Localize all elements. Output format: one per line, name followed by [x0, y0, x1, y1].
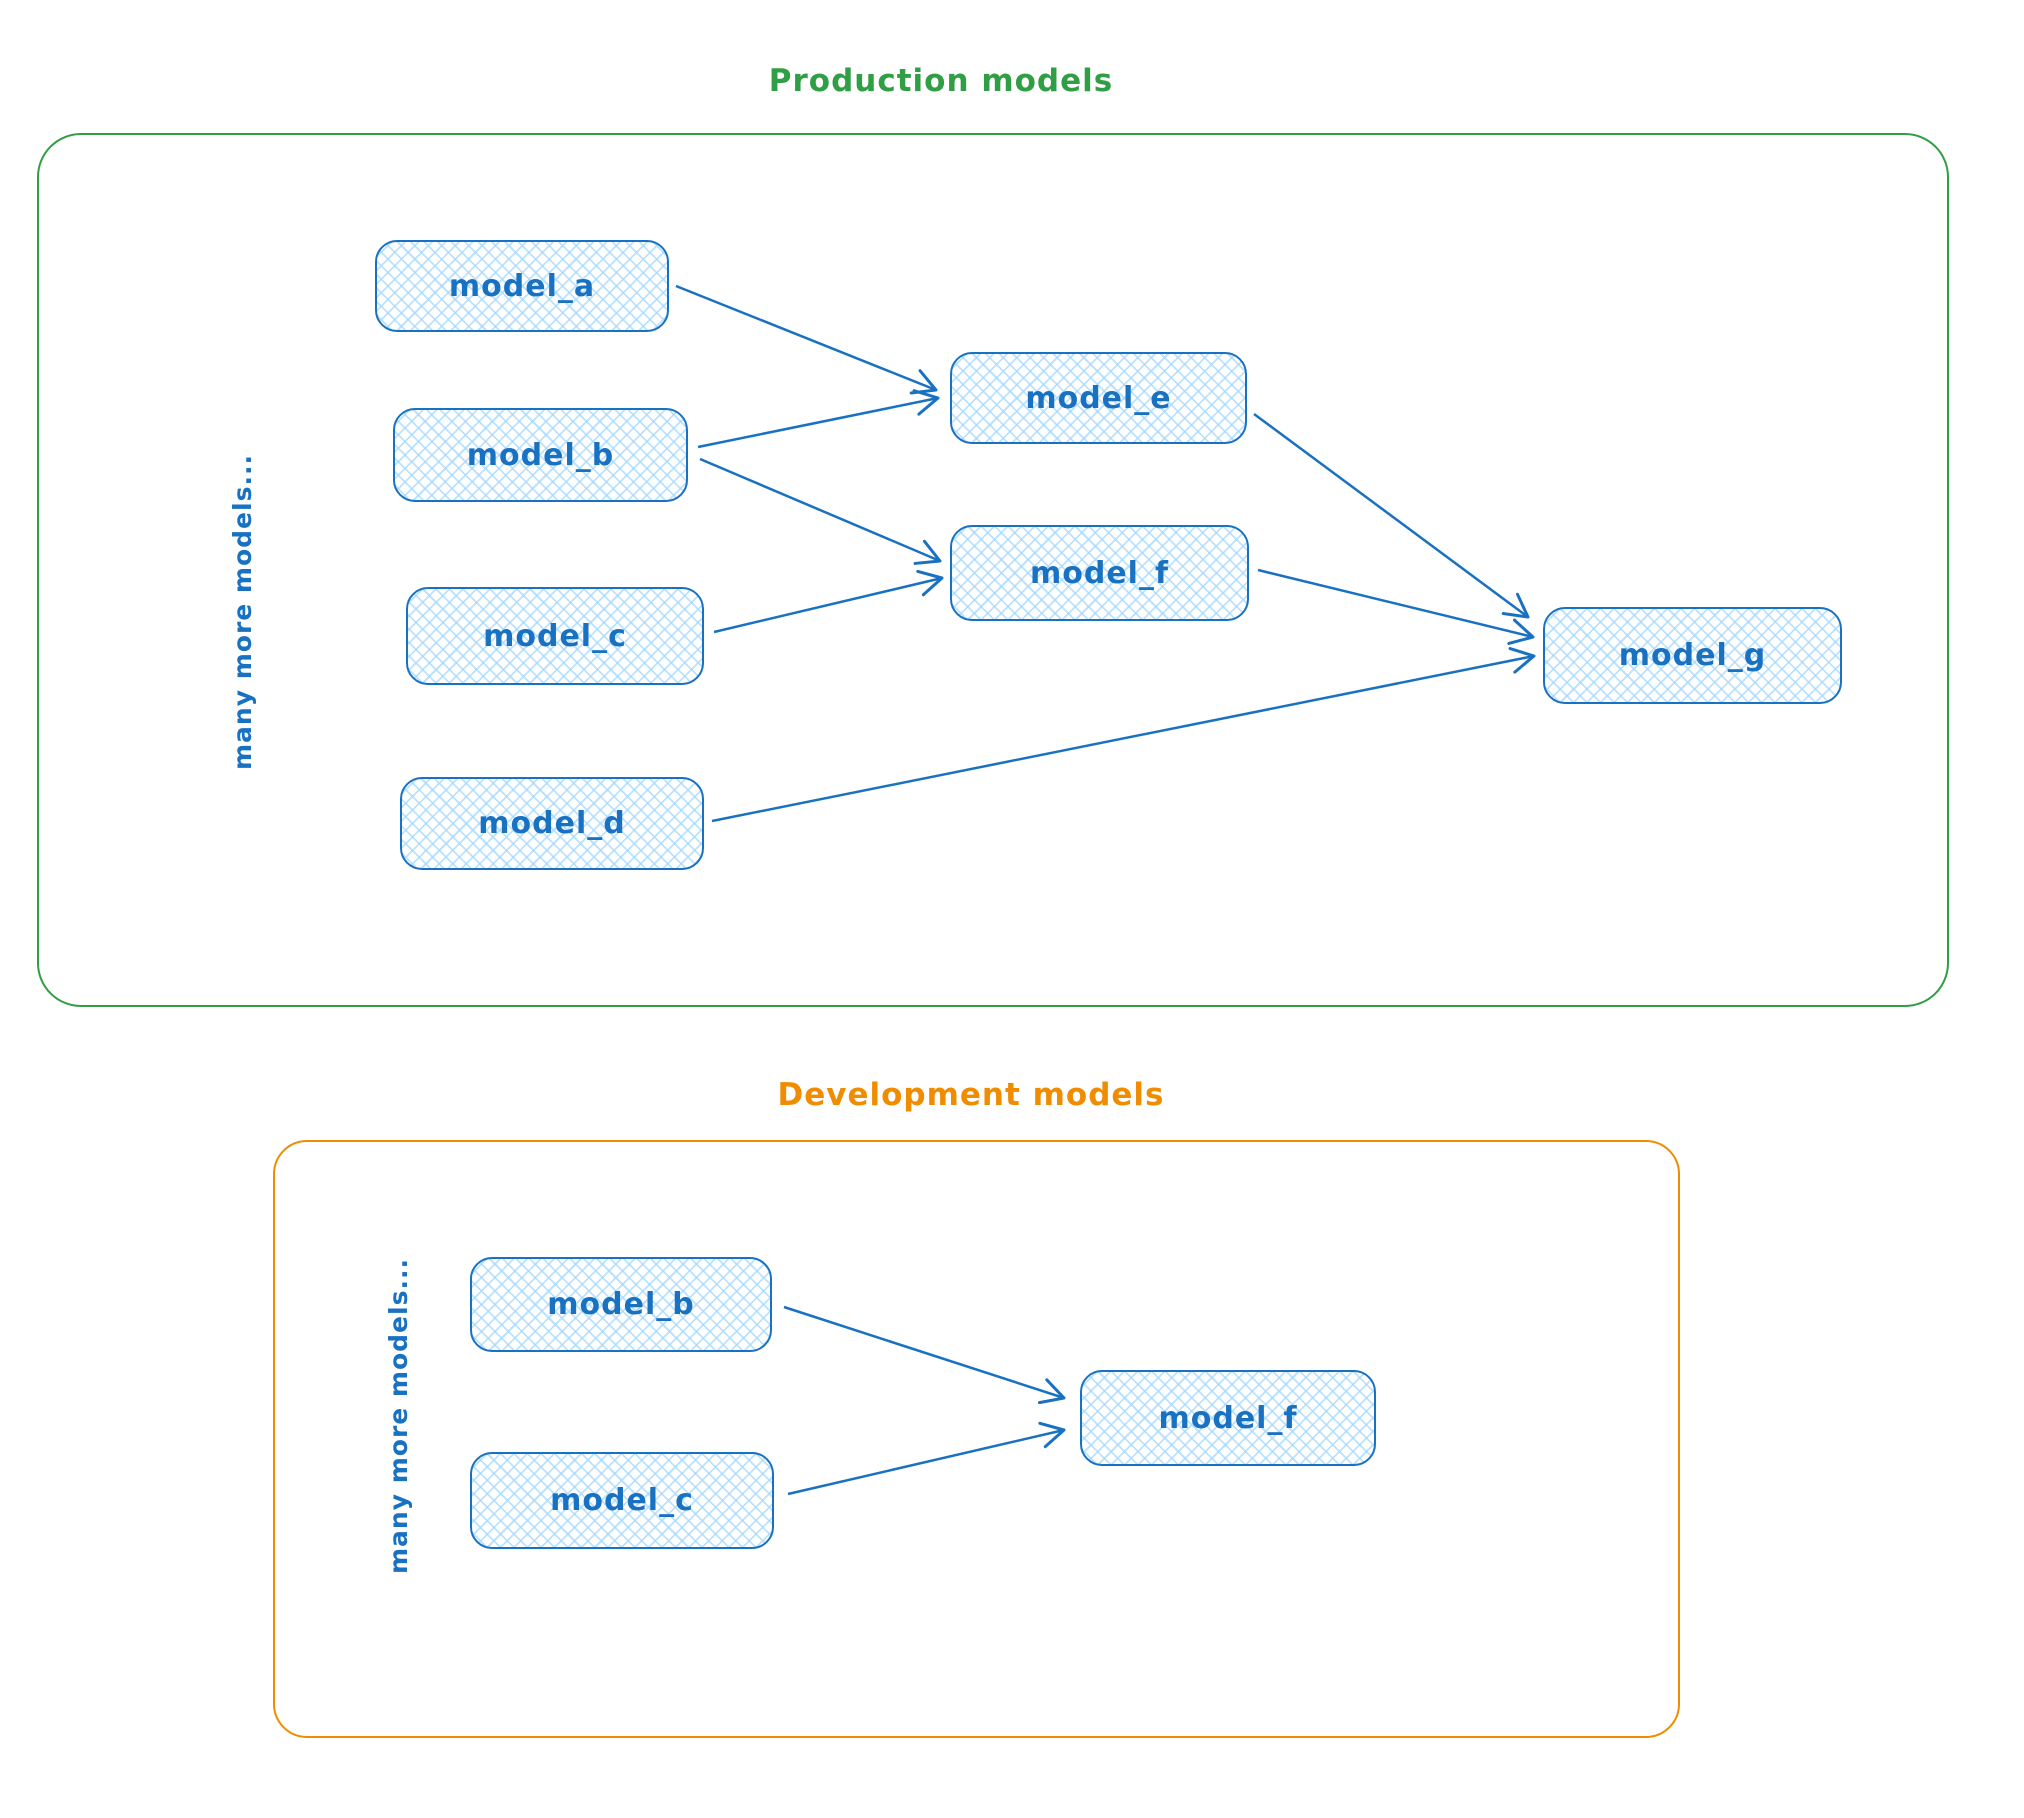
- node-model_g-label: model_g: [1618, 638, 1767, 673]
- node-model_b[interactable]: model_b: [393, 408, 688, 502]
- node-model_f-label: model_f: [1029, 555, 1170, 591]
- node-model_b-label: model_b: [466, 437, 615, 473]
- node-dev-model_b-label: model_b: [547, 1287, 695, 1322]
- node-model_e-label: model_e: [1025, 380, 1172, 416]
- node-dev-model_f-label: model_f: [1158, 1400, 1298, 1436]
- node-dev-model_f[interactable]: model_f: [1080, 1370, 1376, 1466]
- node-model_g[interactable]: model_g: [1543, 607, 1842, 704]
- node-model_a[interactable]: model_a: [375, 240, 669, 332]
- development-more-models-label: many more models...: [384, 1258, 413, 1574]
- node-model_c[interactable]: model_c: [406, 587, 704, 685]
- development-section-frame: [273, 1140, 1680, 1738]
- production-section-title: Production models: [768, 63, 1114, 99]
- node-model_d[interactable]: model_d: [400, 777, 704, 870]
- node-model_a-label: model_a: [448, 268, 596, 304]
- production-more-models-label: many more models...: [228, 454, 257, 770]
- node-model_e[interactable]: model_e: [950, 352, 1247, 444]
- node-dev-model_c-label: model_c: [550, 1483, 694, 1518]
- node-model_d-label: model_d: [478, 806, 626, 841]
- node-model_c-label: model_c: [483, 618, 627, 654]
- development-section-title: Development models: [777, 1077, 1165, 1113]
- production-section-frame: [37, 133, 1949, 1007]
- node-dev-model_c[interactable]: model_c: [470, 1452, 774, 1549]
- node-model_f[interactable]: model_f: [950, 525, 1249, 621]
- node-dev-model_b[interactable]: model_b: [470, 1257, 772, 1352]
